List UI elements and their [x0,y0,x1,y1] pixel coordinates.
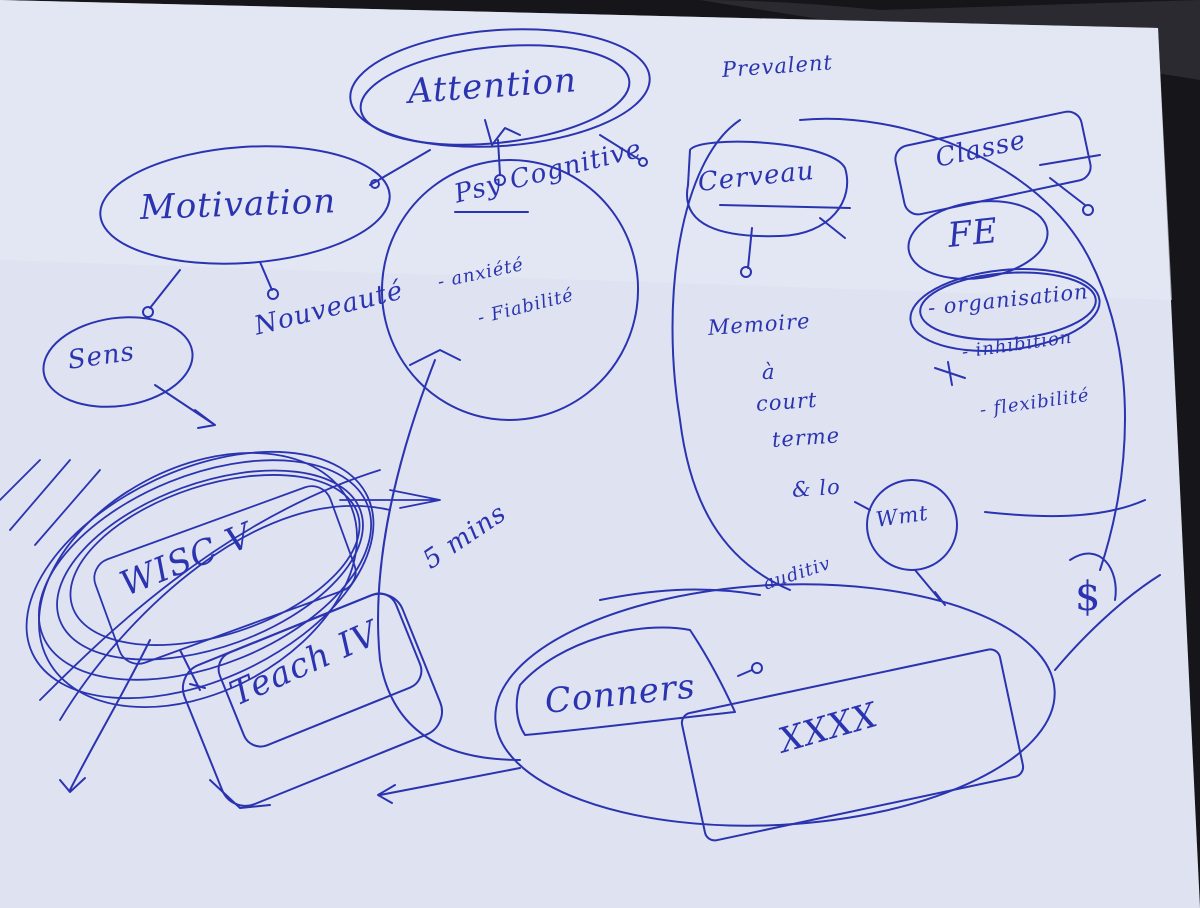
cerveau-box [685,140,851,239]
label-memoire-4: terme [771,423,841,452]
label-memoire-3: court [755,387,819,416]
motivation-oval [99,145,391,265]
label-memoire-5: & lo [791,474,842,502]
wmt-circle [866,479,958,571]
fe-oval [907,200,1049,280]
conners-shape [515,626,736,736]
organisation-oval [909,267,1101,353]
conners-big-oval [494,583,1056,827]
arrow-attention-motivation [369,149,431,186]
xxxx-box [680,648,1025,842]
psy-cognitive-oval [380,159,640,421]
wisc-scribble [0,450,441,721]
label-memoire-2: à [762,360,776,384]
label-motivation: Motivation [139,181,337,228]
attention-oval [349,28,651,148]
classe-box [894,110,1092,216]
label-fe: FE [945,210,1001,256]
sens-oval [42,316,194,408]
teach-box [181,592,443,809]
dollar-mark: $ [1075,574,1100,620]
